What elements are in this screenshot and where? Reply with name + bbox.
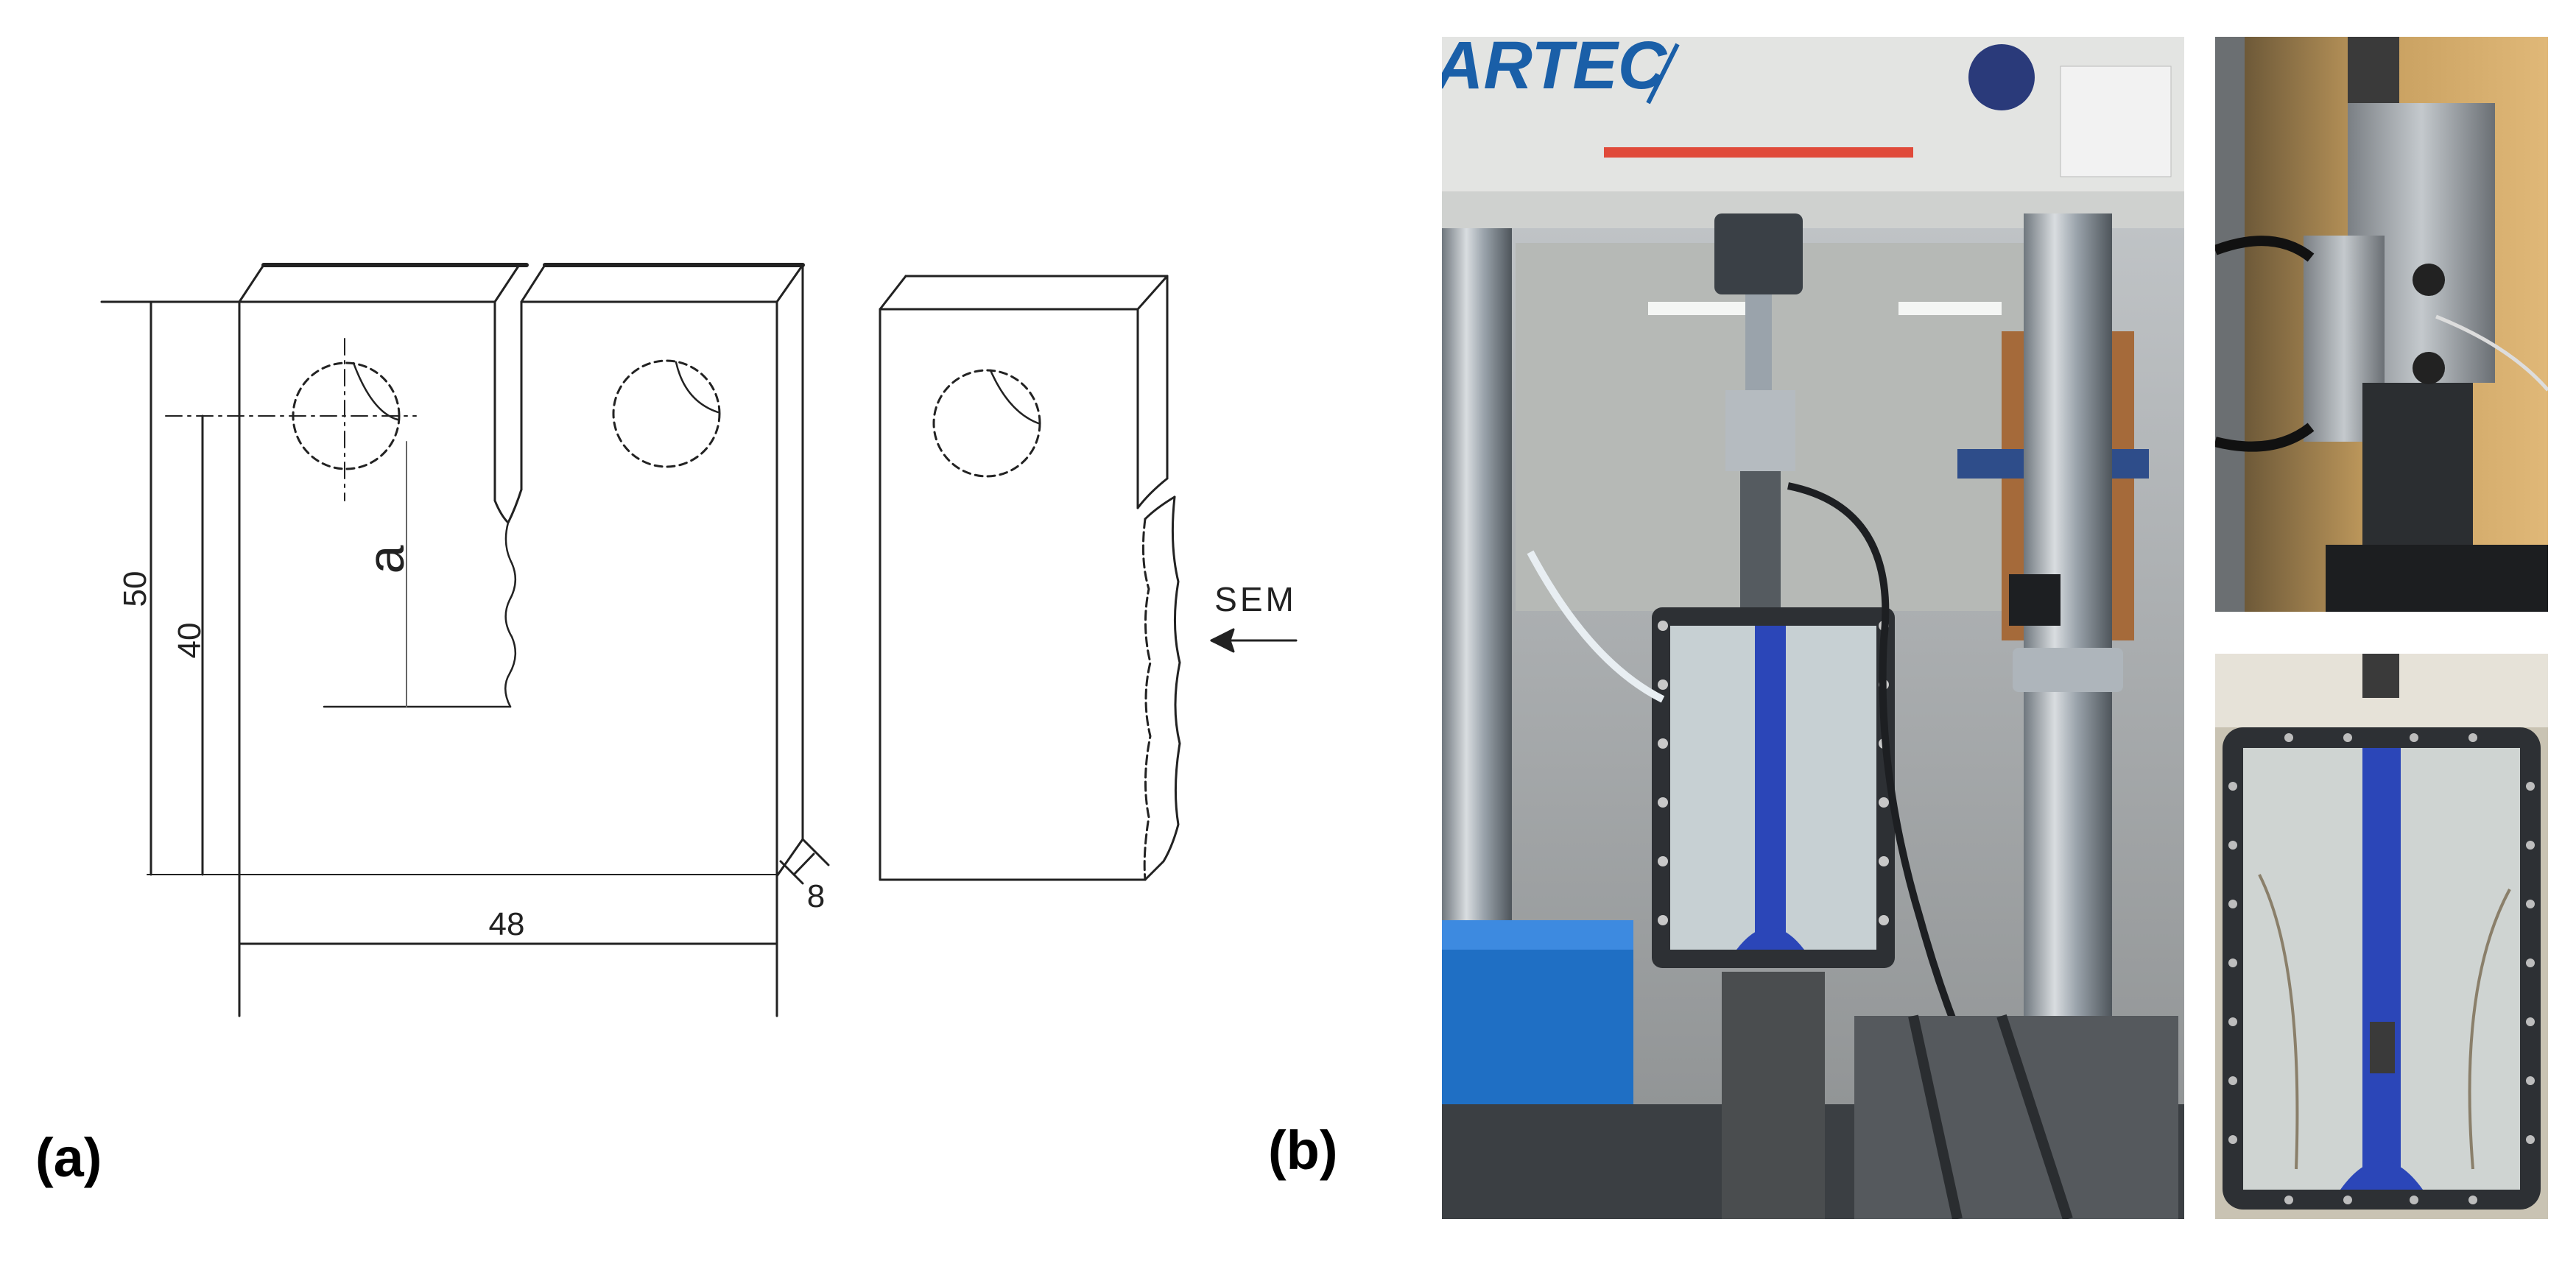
- machine-brand-text: ARTEC: [1442, 37, 1668, 103]
- environmental-chamber-closeup-photo: [2215, 654, 2548, 1219]
- specimen-grip-closeup-photo: [2215, 37, 2548, 612]
- crack-length-label: a: [357, 545, 415, 573]
- panel-label-a: (a): [35, 1127, 102, 1188]
- dimension-48-label: 48: [489, 906, 525, 942]
- dimension-8-label: 8: [807, 878, 825, 914]
- dimension-40-label: 40: [172, 623, 208, 659]
- panel-label-b: (b): [1268, 1120, 1338, 1181]
- dimension-50-label: 50: [117, 571, 153, 607]
- specimen-front-view: [100, 263, 830, 1017]
- sem-label: SEM: [1214, 580, 1297, 618]
- specimen-technical-drawing: 50 40 a 48 8 SEM: [100, 263, 1298, 1017]
- specimen-side-view: [879, 275, 1298, 881]
- test-machine-photo: ARTEC: [1442, 37, 2184, 1219]
